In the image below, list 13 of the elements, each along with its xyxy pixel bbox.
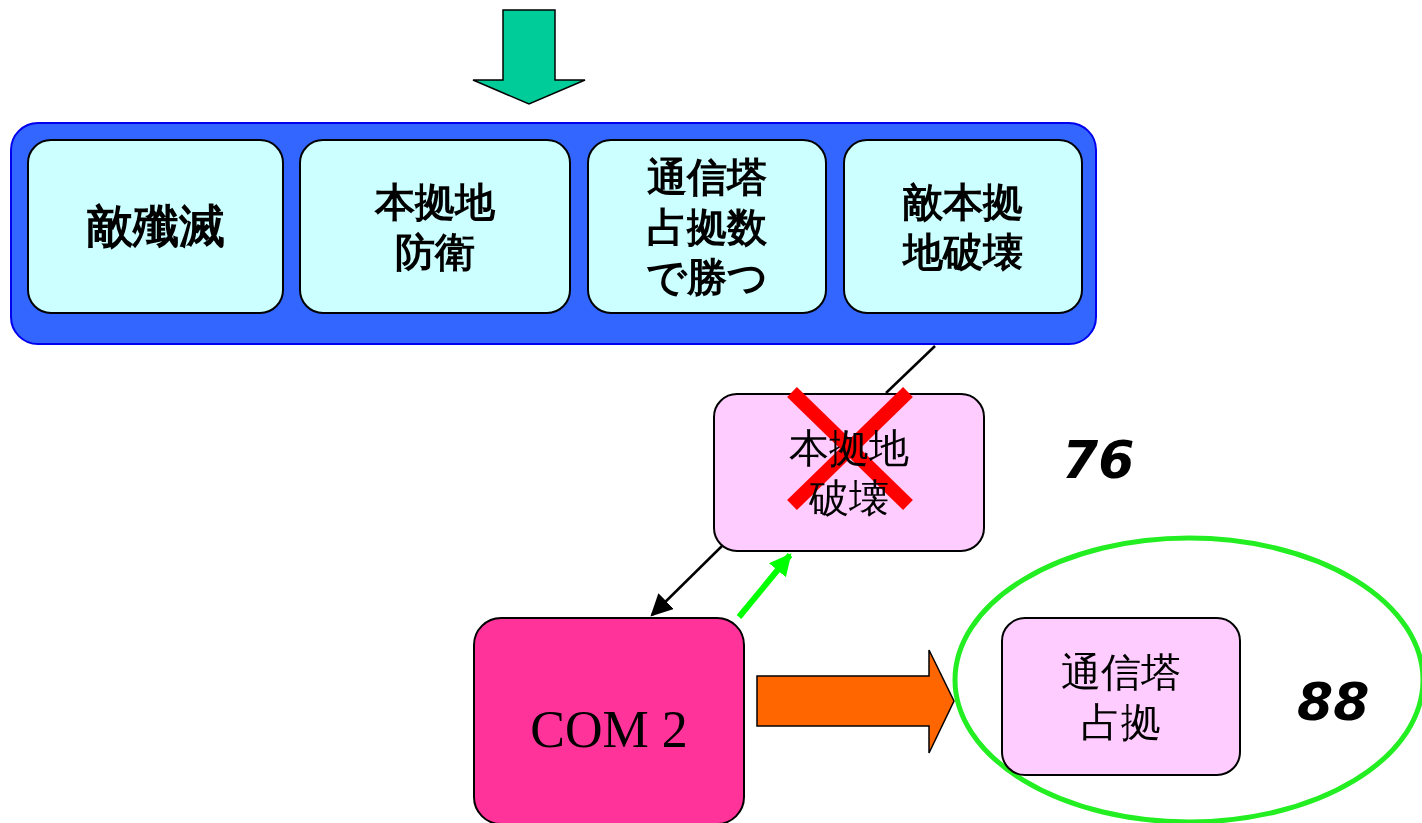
player-box: COM 2 bbox=[473, 617, 745, 823]
goal-box: 通信塔占拠数で勝つ bbox=[587, 139, 827, 314]
arrow bbox=[736, 553, 793, 619]
panel bbox=[10, 122, 1097, 345]
block-arrow bbox=[472, 9, 586, 105]
strategy-box: 通信塔占拠 bbox=[1001, 617, 1241, 776]
block-arrow bbox=[756, 649, 955, 754]
goal-box: 敵本拠地破壊 bbox=[843, 139, 1083, 314]
goal-box: 本拠地防衛 bbox=[299, 139, 571, 314]
score-number: 76 bbox=[1062, 430, 1135, 490]
goal-box: 敵殲滅 bbox=[27, 139, 284, 314]
arrow bbox=[650, 545, 723, 617]
score-number: 88 bbox=[1297, 672, 1370, 732]
